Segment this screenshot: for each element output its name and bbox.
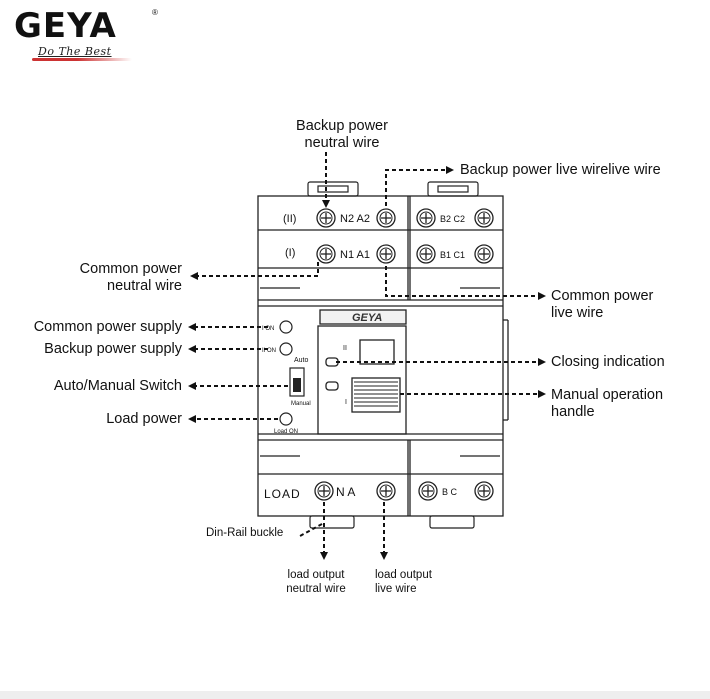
- screw-load-c: [474, 481, 494, 501]
- label-backup-supply: Backup power supply: [44, 341, 182, 357]
- switch-manual-label: Manual: [291, 401, 311, 407]
- label-load-live-line1: load output: [375, 569, 432, 581]
- label-common-live-line2: live wire: [551, 305, 604, 321]
- label-manual-handle: Manual operation handle: [551, 387, 663, 421]
- label-backup-neutral-line1: Backup power: [296, 118, 388, 134]
- led-common-label: I ON: [262, 326, 274, 332]
- switch-auto-label: Auto: [294, 357, 309, 364]
- load-terminals: N A: [336, 485, 355, 499]
- screw-n1: [316, 244, 336, 264]
- screw-n2: [316, 208, 336, 228]
- screw-c1: [474, 244, 494, 264]
- label-load-live-line2: live wire: [375, 583, 417, 595]
- screw-b2: [416, 208, 436, 228]
- label-backup-live: Backup power live wirelive wire: [460, 162, 661, 178]
- screw-b1: [416, 244, 436, 264]
- screw-a1: [376, 244, 396, 264]
- control-window: [317, 309, 407, 435]
- load-label: LOAD: [264, 487, 301, 501]
- top-clips: [307, 181, 479, 197]
- label-common-supply: Common power supply: [33, 319, 182, 335]
- handle-top-mark: II: [343, 345, 347, 352]
- led-load: [279, 412, 293, 426]
- brand-swoosh: [32, 58, 132, 61]
- label-common-live: Common power live wire: [551, 288, 653, 322]
- label-load-neutral-line2: neutral wire: [286, 583, 346, 595]
- label-backup-neutral-line2: neutral wire: [304, 135, 380, 151]
- label-load-neutral: load output neutral wire: [268, 568, 364, 596]
- row-common-terminals: N1 A1: [340, 249, 370, 261]
- bottom-bar: [0, 691, 710, 699]
- label-auto-manual: Auto/Manual Switch: [53, 378, 182, 394]
- device-body: [257, 195, 509, 517]
- label-load-live: load output live wire: [375, 568, 432, 596]
- led-backup: [279, 342, 293, 356]
- row-backup-terminals: N2 A2: [340, 213, 370, 225]
- label-load-power: Load power: [106, 411, 182, 427]
- label-common-neutral: Common power neutral wire: [40, 261, 182, 295]
- label-manual-handle-line1: Manual operation: [551, 387, 664, 403]
- load-terminals-right: B C: [442, 487, 458, 497]
- led-load-label: Load ON: [274, 429, 298, 435]
- label-din-rail: Din-Rail buckle: [206, 527, 284, 539]
- screw-load-a: [376, 481, 396, 501]
- label-common-live-line1: Common power: [551, 288, 654, 304]
- registered-mark: ®: [152, 8, 158, 17]
- screw-c2: [474, 208, 494, 228]
- leader-lines: [188, 152, 546, 560]
- brand-name: GEYA: [14, 6, 117, 46]
- label-load-neutral-line1: load output: [287, 569, 345, 581]
- handle-bottom-mark: I: [345, 399, 347, 406]
- row-backup-roman: (II): [283, 213, 296, 225]
- screw-a2: [376, 208, 396, 228]
- row-backup-terminals-right: B2 C2: [440, 214, 465, 224]
- led-common: [279, 320, 293, 334]
- row-common-terminals-right: B1 C1: [440, 250, 465, 260]
- label-closing-indication: Closing indication: [551, 354, 665, 370]
- led-backup-label: II ON: [262, 348, 276, 354]
- brand-logo: GEYA ® Do The Best: [14, 6, 174, 66]
- label-backup-neutral: Backup power neutral wire: [282, 118, 402, 152]
- label-common-neutral-line1: Common power: [79, 261, 182, 277]
- manual-handle-grip: [354, 381, 398, 407]
- switch-lever: [293, 378, 301, 392]
- din-rail-clips: [309, 515, 475, 529]
- screw-load-n: [314, 481, 334, 501]
- row-common-roman: (I): [285, 247, 295, 259]
- label-manual-handle-line2: handle: [551, 404, 595, 420]
- panel-logo: GEYA: [352, 312, 382, 324]
- screw-load-b: [418, 481, 438, 501]
- brand-tagline: Do The Best: [38, 45, 112, 58]
- label-common-neutral-line2: neutral wire: [107, 278, 182, 294]
